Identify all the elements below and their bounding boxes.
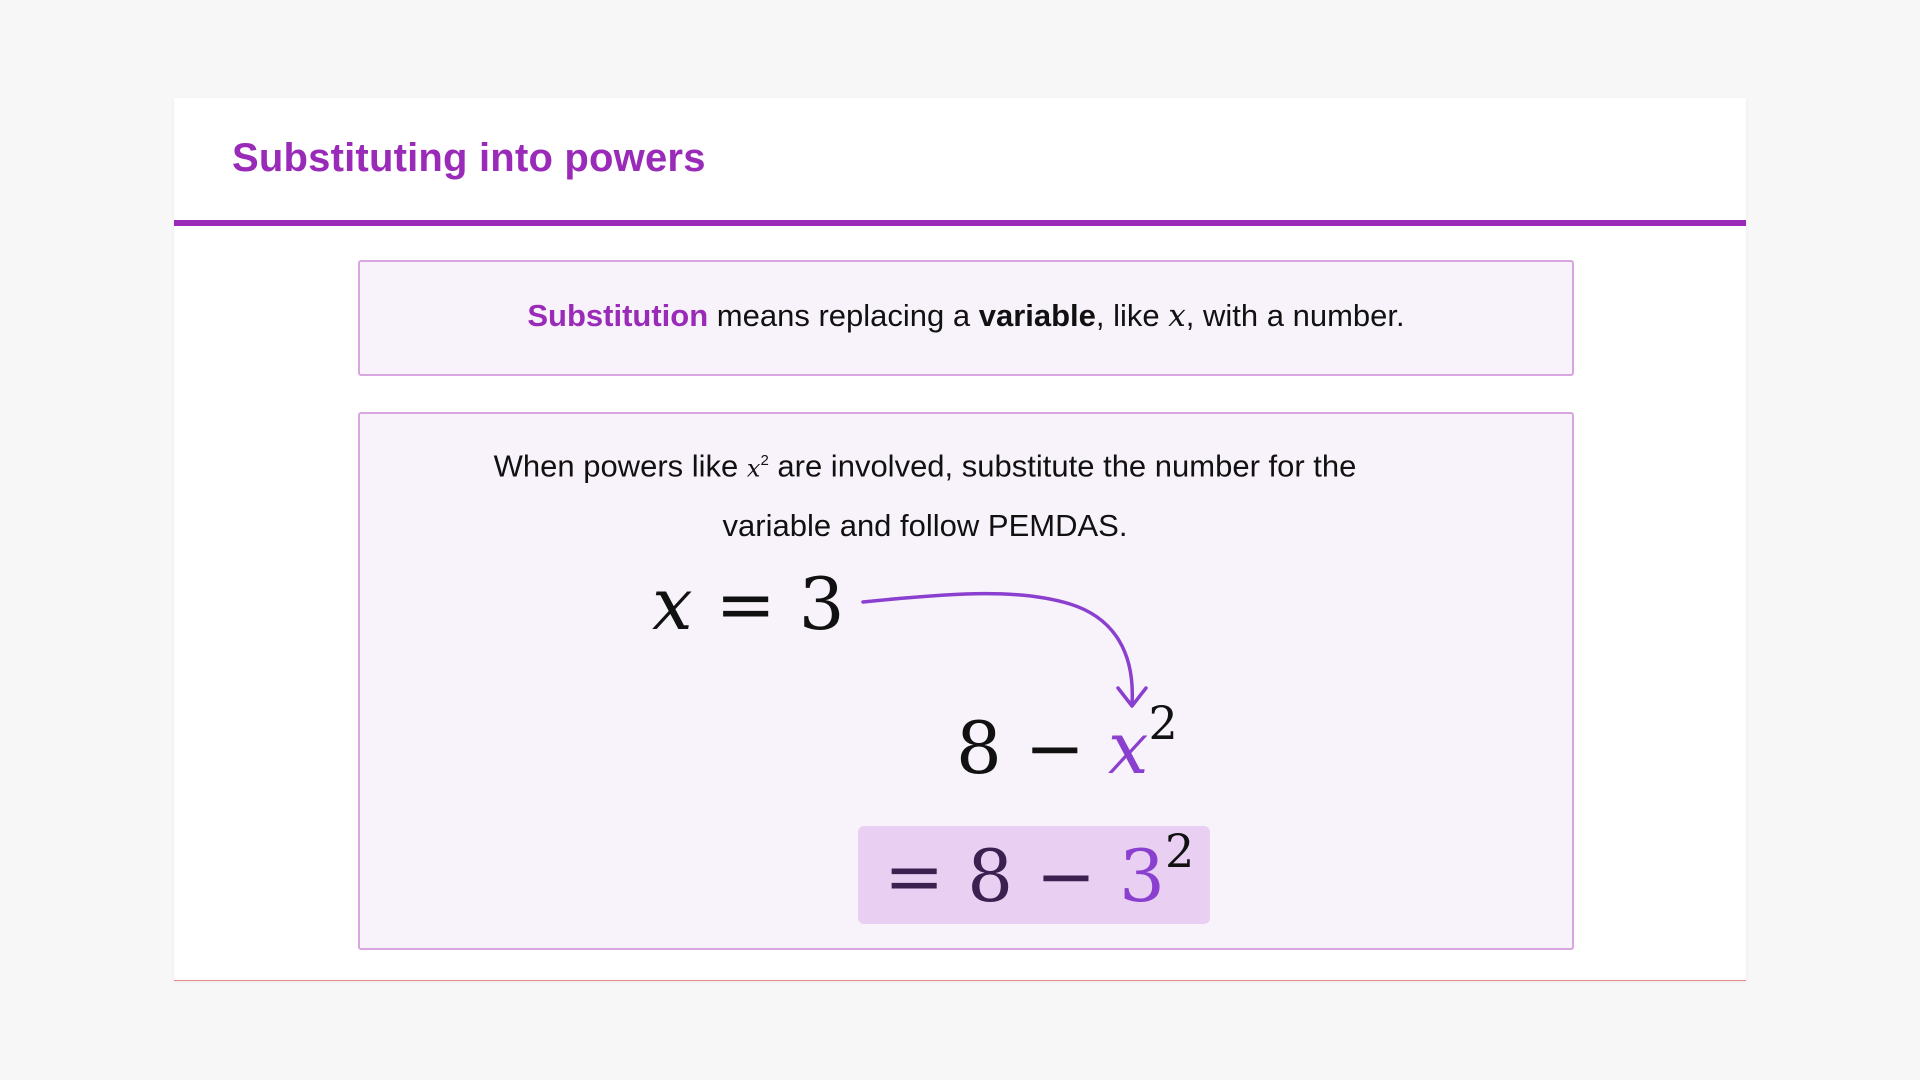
given-equation: x = 3	[652, 568, 845, 640]
result-equals: =	[884, 834, 945, 918]
result-constant: 8	[967, 834, 1014, 918]
definition-text-part-3: , with a number.	[1185, 298, 1405, 333]
given-value: 3	[798, 562, 845, 646]
expression: 8 − x2	[956, 700, 1178, 784]
given-variable: x	[652, 562, 693, 646]
example-text-part-2: are involved, substitute the number for …	[722, 448, 1357, 544]
definition-bold-word: variable	[978, 298, 1096, 333]
arrow-head	[1116, 686, 1148, 708]
definition-term: Substitution	[527, 298, 709, 333]
card-bottom-border	[174, 980, 1746, 981]
arrow-curve	[861, 591, 1135, 706]
expression-exponent: 2	[1148, 696, 1178, 750]
definition-variable: x	[1168, 298, 1186, 334]
definition-box: Substitution means replacing a variable,…	[358, 260, 1574, 376]
expression-variable: x	[1107, 706, 1149, 790]
result-highlight: = 8 − 32	[858, 826, 1210, 924]
result-expression: = 8 − 32	[884, 828, 1194, 912]
example-power-base: x	[746, 454, 761, 483]
example-text: When powers like x2 are involved, substi…	[460, 432, 1390, 555]
result-minus: −	[1035, 834, 1097, 918]
slide-card: Substituting into powers Substitution me…	[174, 98, 1746, 981]
definition-text-part-2: , like	[1095, 298, 1169, 333]
definition-text: Substitution means replacing a variable,…	[360, 298, 1572, 334]
example-power-exponent: 2	[760, 452, 769, 469]
result-value: 3	[1119, 834, 1165, 918]
example-box: When powers like x2 are involved, substi…	[358, 412, 1574, 950]
example-text-part-1: When powers like	[493, 448, 747, 484]
slide-title: Substituting into powers	[232, 136, 706, 180]
expression-constant: 8	[956, 706, 1002, 790]
slide-header: Substituting into powers	[174, 98, 1746, 226]
definition-text-part-1: means replacing a	[708, 298, 979, 333]
expression-minus: −	[1024, 706, 1086, 790]
given-equals: =	[715, 562, 776, 646]
result-exponent: 2	[1164, 824, 1195, 878]
